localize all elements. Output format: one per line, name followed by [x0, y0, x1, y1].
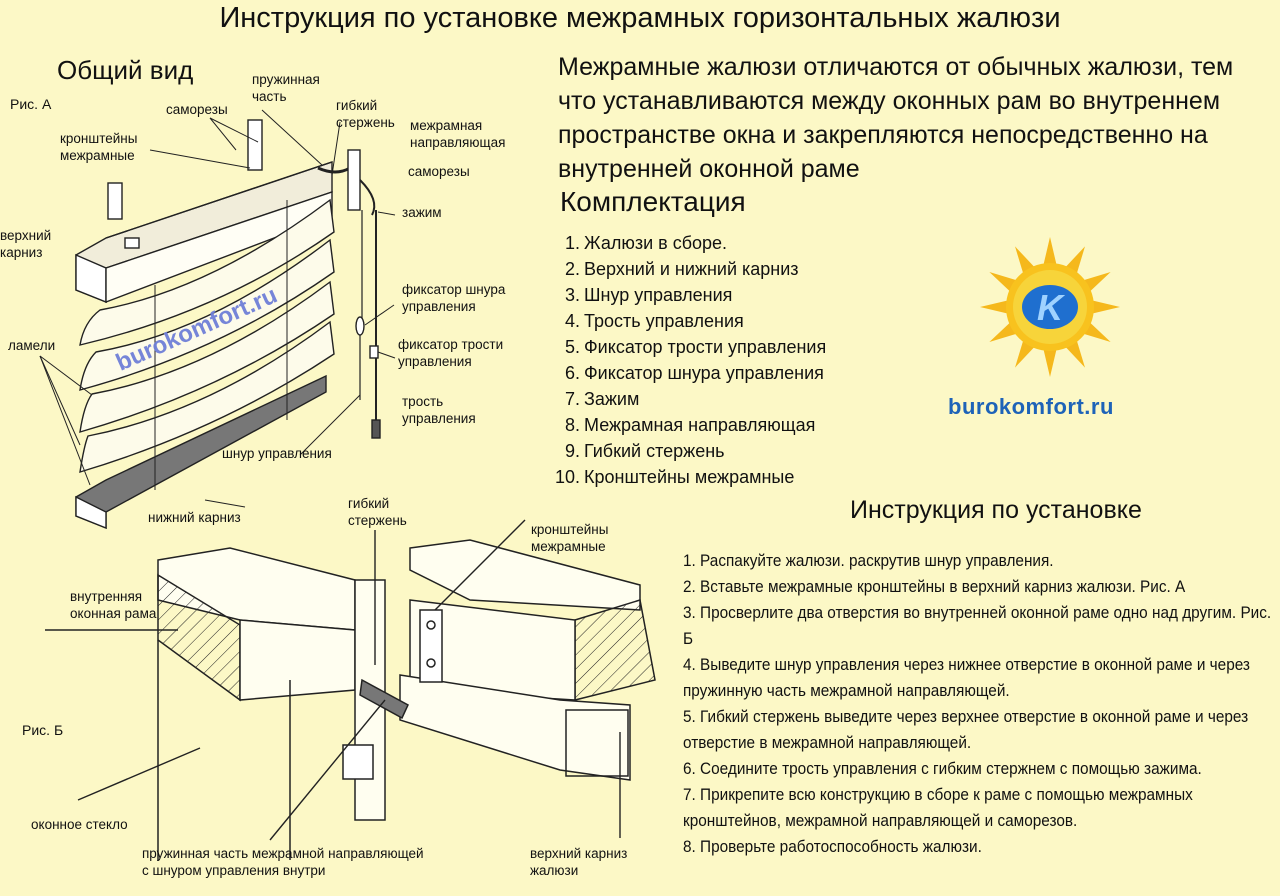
list-item: 3. Просверлите два отверстия во внутренн… [683, 604, 1272, 648]
list-item: 4.Трость управления [564, 311, 744, 331]
fig-b-label-spring-guide: пружинная часть межрамной направляющей с… [142, 846, 424, 878]
label-cord: шнур управления [222, 446, 332, 461]
page-title: Инструкция по установке межрамных горизо… [219, 2, 1061, 34]
sun-ray-icon [1043, 237, 1057, 266]
general-view-heading: Общий вид [57, 55, 194, 85]
label-clamp: зажим [402, 205, 442, 220]
label-flex-rod: гибкий стержень [336, 98, 395, 130]
description: Межрамные жалюзи отличаются от обычных ж… [558, 53, 1234, 183]
logo-letter: K [1037, 287, 1066, 328]
label-guide: межрамная направляющая [410, 118, 506, 150]
label-cord-lock: фиксатор шнура управления [402, 282, 506, 314]
list-item: 3.Шнур управления [564, 285, 733, 305]
list-item: 6.Фиксатор шнура управления [564, 363, 824, 383]
list-item: 7.Зажим [564, 389, 640, 409]
kit-heading: Комплектация [560, 186, 746, 217]
fig-b-label-flex-rod: гибкий стержень [348, 496, 407, 528]
list-item: 2. Вставьте межрамные кронштейны в верхн… [683, 578, 1186, 596]
list-item: 4. Выведите шнур управления через нижнее… [683, 656, 1250, 700]
list-item: 6. Соедините трость управления с гибким … [683, 760, 1202, 778]
list-item: 7. Прикрепите всю конструкцию в сборе к … [683, 786, 1193, 830]
sun-ray-icon [989, 272, 1018, 293]
list-item: 1. Распакуйте жалюзи. раскрутив шнур упр… [683, 552, 1054, 570]
list-item: 9.Гибкий стержень [564, 441, 725, 461]
sun-ray-icon [989, 321, 1018, 342]
installation-heading: Инструкция по установке [850, 496, 1142, 524]
label-bottom-cornice: нижний карниз [148, 510, 241, 525]
kit-list: 1.Жалюзи в сборе. 2.Верхний и нижний кар… [548, 230, 826, 490]
list-item: 10.Кронштейны межрамные [554, 467, 795, 487]
site-name: burokomfort.ru [948, 394, 1114, 419]
label-top-cornice: верхний карниз [0, 228, 52, 260]
fig-b-label-inner-frame: внутренняя оконная рама [70, 589, 157, 621]
installation-steps: 1. Распакуйте жалюзи. раскрутив шнур упр… [683, 548, 1279, 860]
label-screws-right: саморезы [408, 164, 470, 179]
fig-b-label-brackets: кронштейны межрамные [531, 522, 609, 554]
sun-ray-icon [1064, 246, 1085, 275]
label-springs: пружинная часть [252, 72, 320, 104]
sun-ray-icon [1091, 300, 1120, 314]
sun-ray-icon [1082, 272, 1111, 293]
fig-b-label-glass: оконное стекло [31, 817, 128, 832]
list-item: 1.Жалюзи в сборе. [564, 233, 728, 253]
sun-ray-icon [1015, 246, 1036, 275]
sun-ray-icon [1043, 348, 1057, 377]
sun-ray-icon [980, 300, 1009, 314]
sun-ray-icon [1064, 339, 1085, 368]
list-item: 2.Верхний и нижний карниз [564, 259, 799, 279]
list-item: 5.Фиксатор трости управления [564, 337, 827, 357]
list-item: 8. Проверьте работоспособность жалюзи. [683, 838, 982, 856]
sun-ray-icon [1082, 321, 1111, 342]
list-item: 8.Межрамная направляющая [564, 415, 816, 435]
label-slats: ламели [8, 338, 56, 353]
label-wand-lock: фиксатор трости управления [398, 337, 504, 369]
fig-a-label: Рис. А [10, 96, 52, 112]
list-item: 5. Гибкий стержень выведите через верхне… [683, 708, 1249, 752]
label-brackets: кронштейны межрамные [60, 131, 138, 163]
fig-b-label-top-cornice: верхний карниз жалюзи [530, 846, 628, 878]
label-wand: трость управления [402, 394, 476, 426]
fig-b-label: Рис. Б [22, 722, 64, 738]
label-screws-top: саморезы [166, 102, 228, 117]
sun-ray-icon [1015, 339, 1036, 368]
